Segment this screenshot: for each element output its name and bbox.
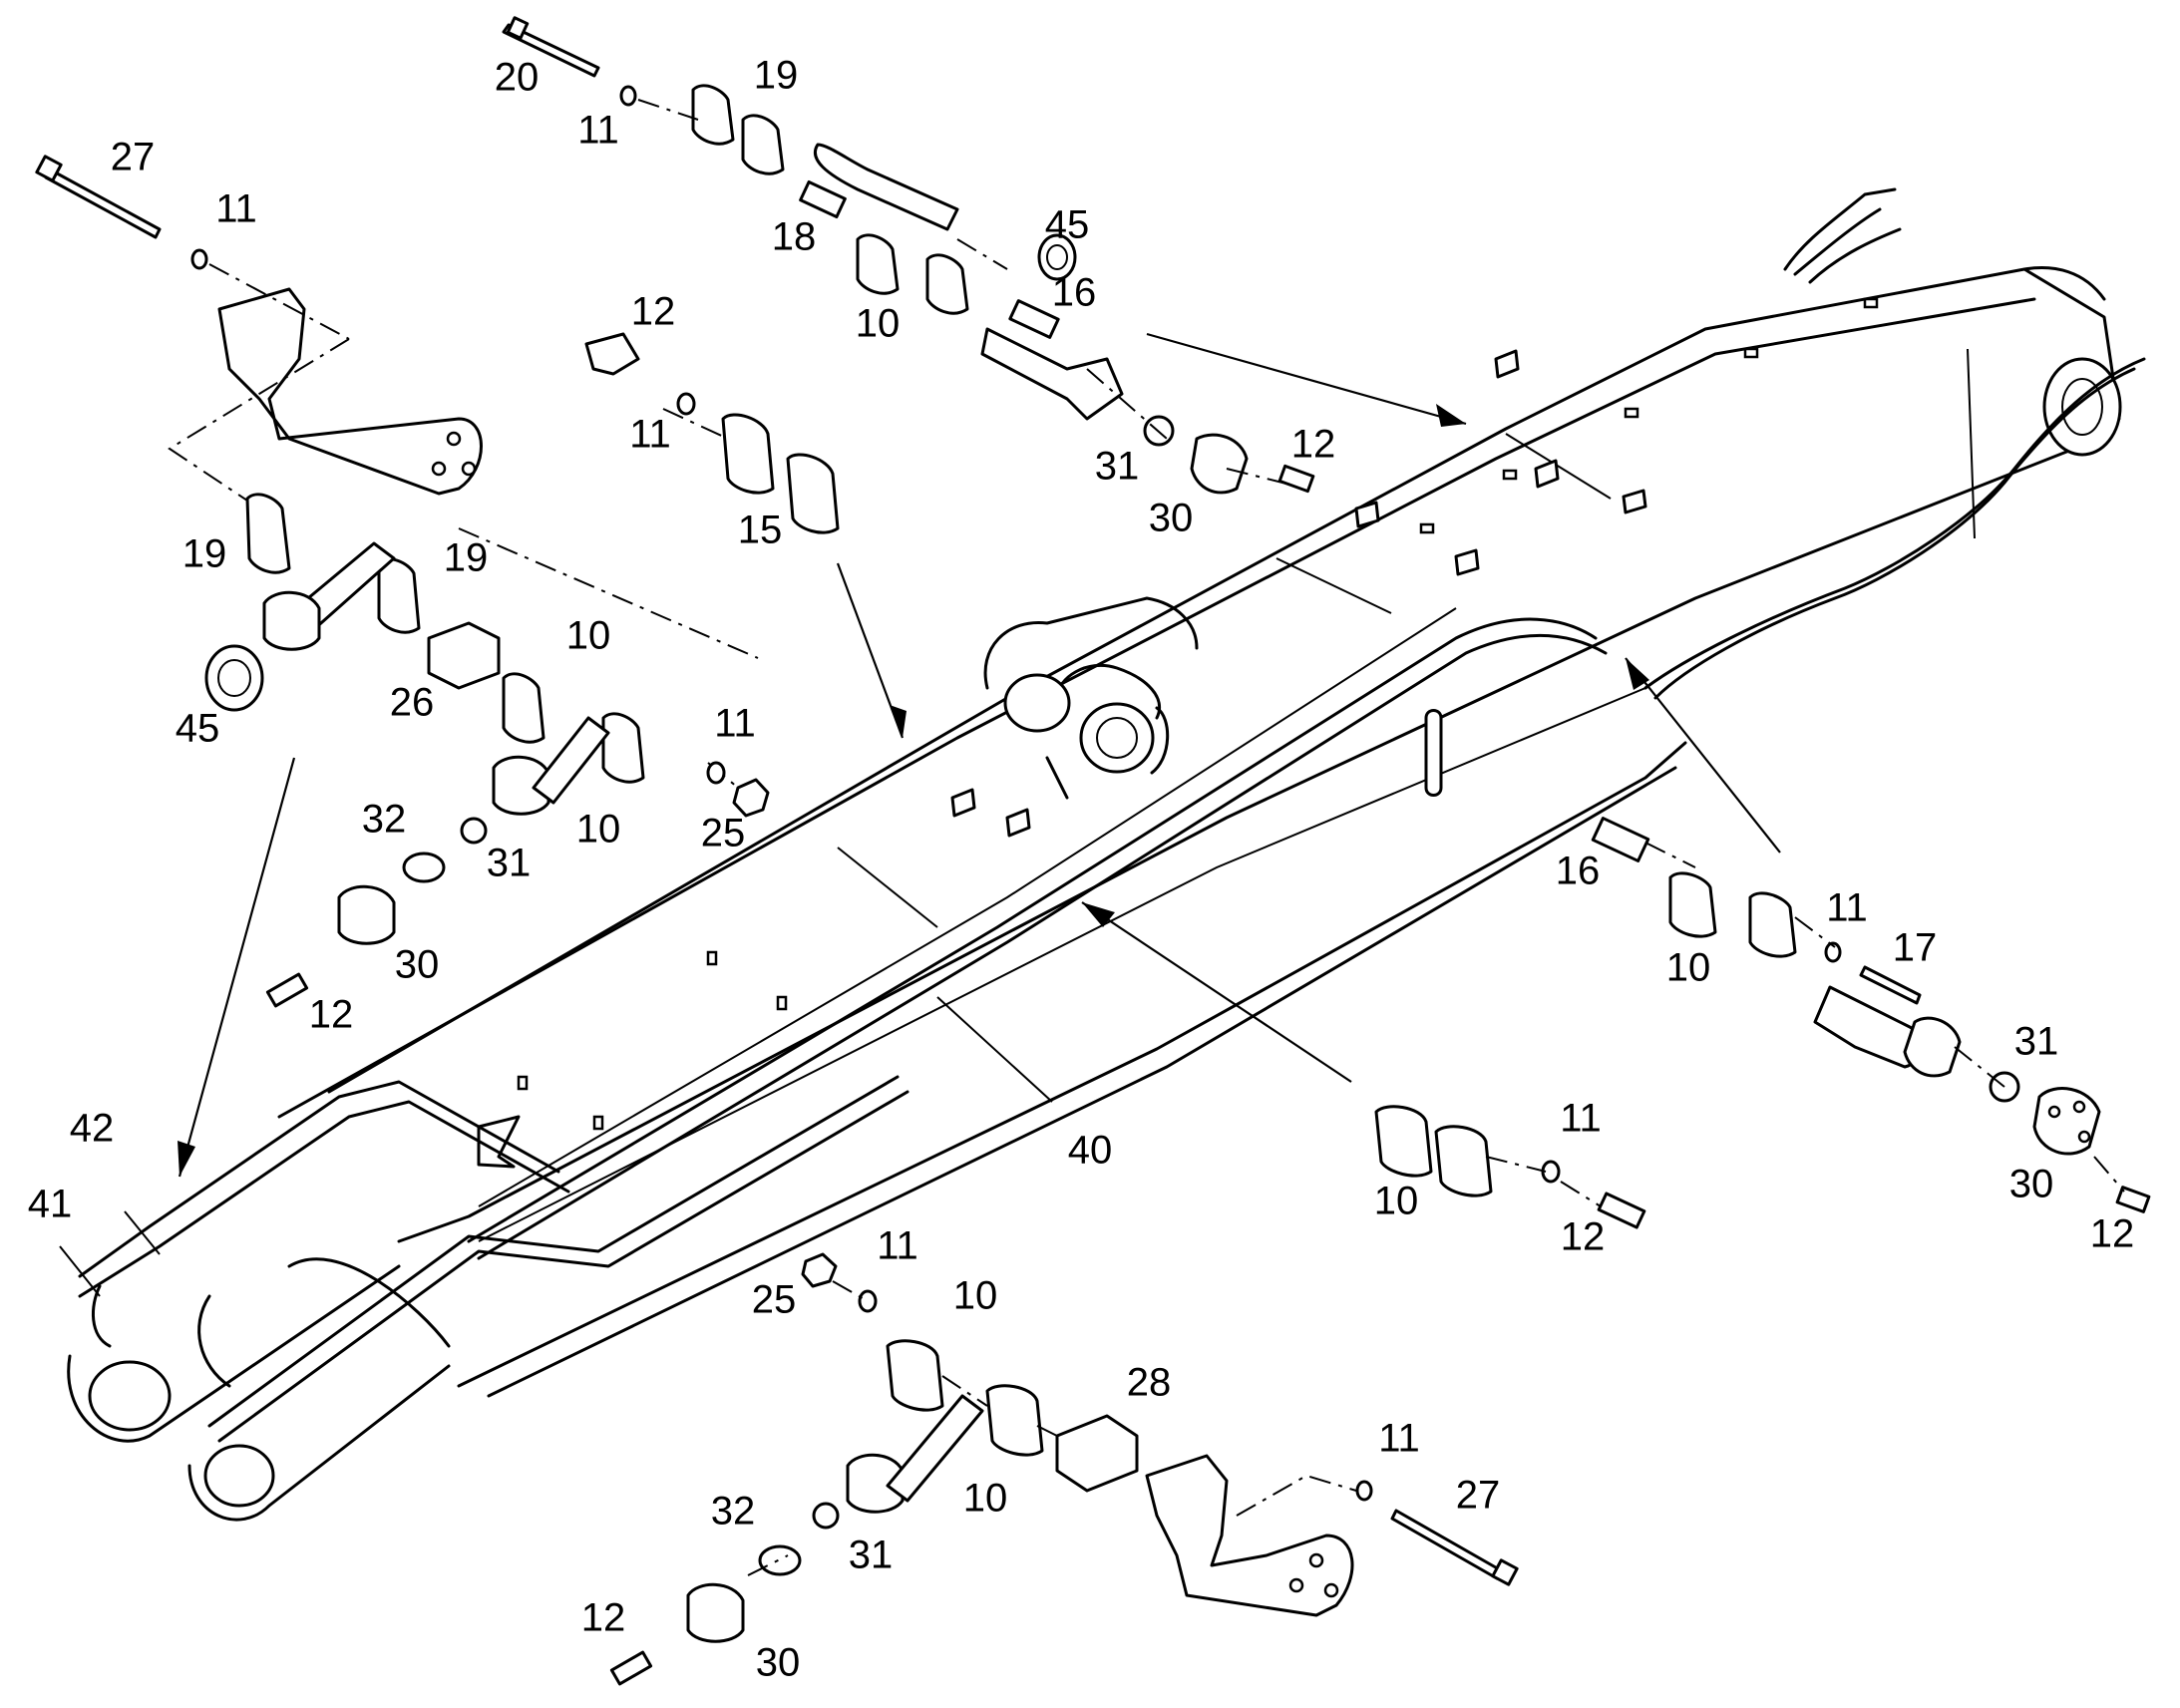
callout-labels: 20 11 19 27 11 18 45 16 10 12 11 15 12 3… [28, 54, 2135, 1685]
callout-12: 12 [309, 993, 354, 1037]
callout-31: 31 [849, 1534, 894, 1577]
callout-18: 18 [772, 215, 817, 259]
callout-30: 30 [756, 1641, 801, 1685]
callout-45: 45 [1045, 203, 1090, 247]
callout-20: 20 [495, 56, 540, 100]
callout-15: 15 [738, 509, 783, 552]
callout-25: 25 [701, 812, 746, 855]
callout-12: 12 [1561, 1215, 1606, 1259]
callout-12: 12 [631, 290, 676, 334]
callout-28: 28 [1127, 1361, 1172, 1405]
callout-11: 11 [629, 413, 671, 457]
callout-17: 17 [1893, 926, 1938, 970]
callout-42: 42 [70, 1107, 115, 1151]
callout-10: 10 [576, 808, 621, 852]
callout-30: 30 [395, 943, 440, 987]
callout-31: 31 [2014, 1020, 2059, 1064]
callout-16: 16 [1052, 271, 1097, 315]
callout-12: 12 [2090, 1212, 2135, 1256]
callout-31: 31 [1095, 445, 1140, 489]
callout-26: 26 [390, 681, 435, 725]
callout-30: 30 [1149, 497, 1194, 540]
callout-11: 11 [877, 1224, 918, 1268]
boom-structure [67, 187, 2146, 1522]
callout-25: 25 [752, 1278, 797, 1322]
callout-10: 10 [856, 302, 901, 346]
callout-32: 32 [362, 798, 407, 842]
callout-11: 11 [215, 187, 257, 231]
callout-10: 10 [566, 614, 611, 658]
callout-32: 32 [711, 1490, 756, 1534]
callout-41: 41 [28, 1183, 73, 1226]
washer-11a [619, 85, 637, 107]
callout-27: 27 [111, 136, 156, 179]
callout-11: 11 [577, 109, 619, 153]
callout-40: 40 [1068, 1129, 1113, 1173]
callout-45: 45 [176, 707, 220, 751]
callout-10: 10 [963, 1477, 1008, 1521]
callout-30: 30 [2009, 1163, 2054, 1206]
callout-12: 12 [581, 1596, 626, 1640]
exploded-parts [35, 16, 2151, 1686]
callout-10: 10 [1374, 1180, 1419, 1223]
leader-arrows [59, 332, 1781, 1297]
callout-11: 11 [1560, 1097, 1602, 1141]
callout-31: 31 [487, 842, 532, 885]
callout-19: 19 [182, 532, 227, 576]
bolt-20 [502, 23, 600, 78]
callout-16: 16 [1556, 850, 1601, 893]
callout-12: 12 [1291, 423, 1336, 467]
callout-10: 10 [953, 1274, 998, 1318]
callout-11: 11 [714, 702, 756, 746]
callout-27: 27 [1456, 1474, 1501, 1518]
callout-19: 19 [444, 536, 489, 580]
callout-19: 19 [754, 54, 799, 98]
callout-11: 11 [1826, 886, 1868, 930]
callout-11: 11 [1378, 1417, 1420, 1461]
callout-10: 10 [1666, 946, 1711, 990]
